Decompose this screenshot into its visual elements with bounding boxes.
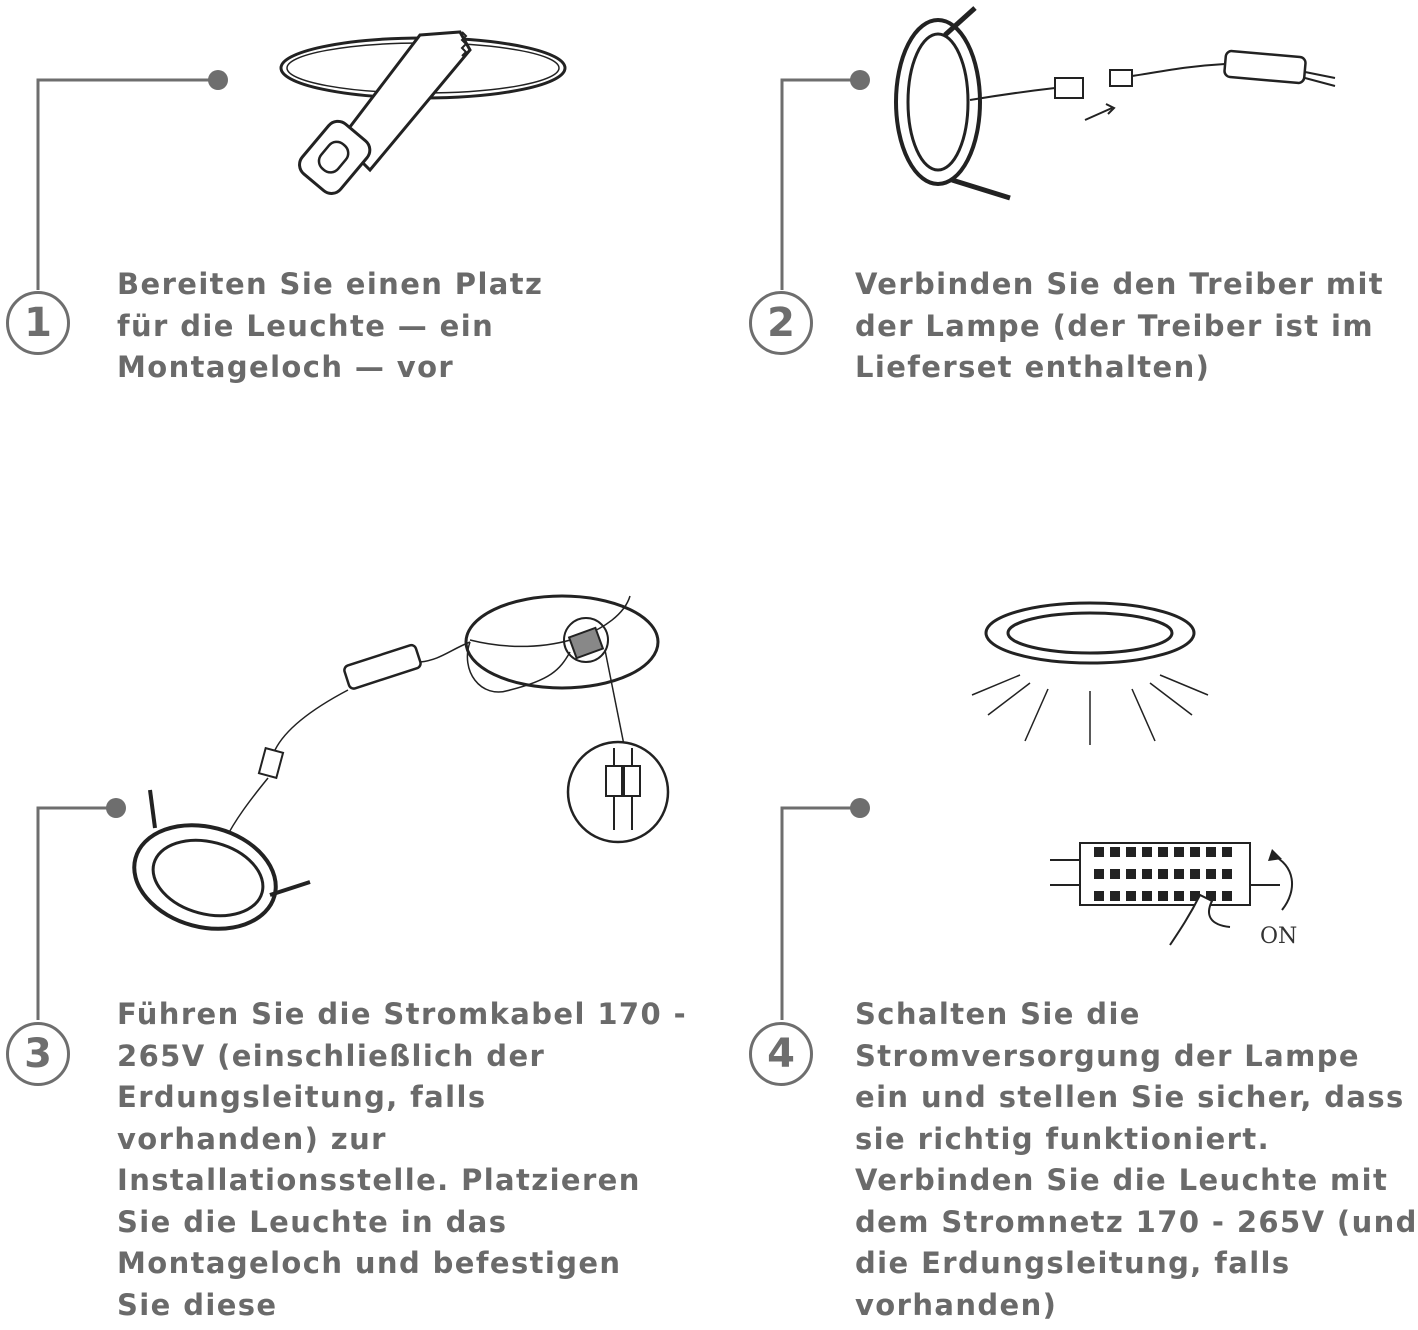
- step-4-text: Schalten Sie die Stromversorgung der Lam…: [855, 994, 1418, 1326]
- step-2-connector: [780, 70, 870, 290]
- step-3-number: 3: [6, 1022, 70, 1086]
- step-2-line: der Lampe (der Treiber ist im: [855, 308, 1374, 343]
- step-4-line: die Erdungsleitung, falls: [855, 1246, 1291, 1280]
- step-2-line: Verbinden Sie den Treiber mit: [855, 267, 1385, 301]
- step-3-line: Montageloch und befestigen: [117, 1246, 622, 1280]
- lit-lamp-illustration: [971, 601, 1209, 745]
- step-1-line: Montageloch — vor: [117, 350, 455, 384]
- step-3-connector: [36, 798, 126, 1020]
- wiring-installation-illustration: [132, 594, 670, 931]
- step-4-line: dem Stromnetz 170 - 265V (und: [855, 1204, 1418, 1239]
- step-4-line: Stromversorgung der Lampe: [855, 1038, 1360, 1073]
- step-1-line: Bereiten Sie einen Platz: [117, 267, 544, 301]
- step-3-line: Installationsstelle. Platzieren: [117, 1163, 641, 1197]
- step-1-number: 1: [6, 291, 70, 355]
- step-4-number: 4: [749, 1022, 813, 1086]
- step-1-connector: [36, 70, 228, 290]
- step-1-line: für die Leuchte — ein: [117, 308, 495, 343]
- step-4-line: Verbinden Sie die Leuchte mit: [855, 1163, 1389, 1197]
- lamp-driver-connection-illustration: [894, 6, 1336, 201]
- step-2-number: 2: [749, 291, 813, 355]
- step-4-line: sie richtig funktioniert.: [855, 1121, 1271, 1156]
- step-4-line: vorhanden): [855, 1287, 1058, 1322]
- step-3-line: Sie diese: [117, 1287, 278, 1322]
- step-3-line: vorhanden) zur: [117, 1121, 387, 1156]
- step-3-line: Erdungsleitung, falls: [117, 1080, 487, 1114]
- step-3-line: Sie die Leuchte in das: [117, 1204, 508, 1239]
- step-4-line: ein und stellen Sie sicher, dass: [855, 1080, 1405, 1114]
- step-1-text: Bereiten Sie einen Platz für die Leuchte…: [117, 264, 543, 389]
- step-3-line: 265V (einschließlich der: [117, 1038, 546, 1073]
- circuit-breaker-switch-illustration: ON: [1050, 842, 1297, 949]
- switch-on-label: ON: [1260, 924, 1297, 949]
- step-2-text: Verbinden Sie den Treiber mit der Lampe …: [855, 264, 1384, 389]
- step-3-line: Führen Sie die Stromkabel 170 -: [117, 997, 688, 1031]
- saw-cutting-hole-illustration: [279, 30, 567, 195]
- step-2-line: Lieferset enthalten): [855, 350, 1211, 384]
- step-3-text: Führen Sie die Stromkabel 170 - 265V (ei…: [117, 994, 687, 1326]
- step-4-line: Schalten Sie die: [855, 997, 1141, 1031]
- step-4-connector: [780, 798, 870, 1020]
